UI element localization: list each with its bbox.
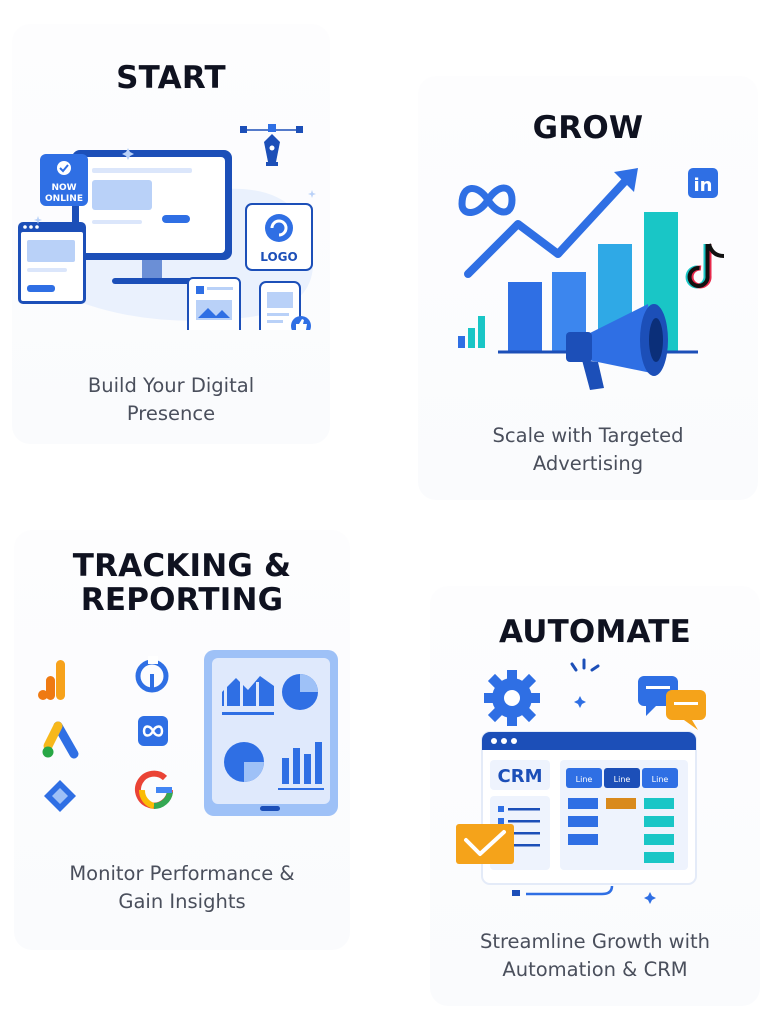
card-tracking-subtitle: Monitor Performance & Gain Insights <box>14 860 350 916</box>
meta-icon <box>458 184 516 216</box>
card-start-title: START <box>116 60 226 96</box>
pipeline-column-3: Line <box>652 775 669 784</box>
card-grow-title: GROW <box>532 110 644 146</box>
refresh-icon <box>135 656 169 693</box>
crm-label: CRM <box>498 766 543 787</box>
gear-icon <box>484 670 540 726</box>
card-tracking-subtitle-line1: Monitor Performance & <box>69 862 295 885</box>
card-automate-subtitle-line2: Automation & CRM <box>502 958 688 981</box>
card-tracking-subtitle-line2: Gain Insights <box>118 890 246 913</box>
card-automate-title: AUTOMATE <box>498 614 692 650</box>
card-start-subtitle-line2: Presence <box>126 402 216 425</box>
google-ads-icon <box>42 721 79 759</box>
card-grow-subtitle-line2: Advertising <box>532 452 644 475</box>
now-online-badge-line1: NOW <box>51 183 76 193</box>
chat-icon <box>638 676 706 730</box>
card-start: START NOW ONLINE <box>12 24 330 444</box>
advertising-illustration: in <box>458 168 725 390</box>
tiktok-icon <box>685 243 725 289</box>
logo-card-text: LOGO <box>260 250 297 264</box>
google-icon <box>135 770 173 810</box>
megaphone-icon <box>566 304 668 390</box>
card-automate: AUTOMATE <box>430 586 760 1006</box>
now-online-badge-line2: ONLINE <box>45 194 83 204</box>
tag-manager-icon <box>44 780 76 812</box>
card-tracking-title-line2: REPORTING <box>80 582 284 618</box>
infinity-icon <box>138 716 168 746</box>
card-tracking-title-line1: TRACKING & <box>72 548 292 584</box>
card-grow-subtitle: Scale with Targeted Advertising <box>418 422 758 478</box>
card-start-subtitle: Build Your Digital Presence <box>12 372 330 428</box>
website-illustration: NOW ONLINE LO <box>18 124 316 330</box>
svg-text:in: in <box>694 175 713 196</box>
card-automate-subtitle-line1: Streamline Growth with <box>479 930 711 953</box>
card-grow-subtitle-line1: Scale with Targeted <box>492 424 684 447</box>
card-grow: GROW in <box>418 76 758 500</box>
card-tracking: TRACKING & REPORTING <box>14 530 350 950</box>
google-analytics-icon <box>38 660 65 700</box>
email-icon <box>456 824 514 864</box>
analytics-illustration <box>38 650 338 816</box>
pipeline-column-1: Line <box>576 775 593 784</box>
crm-illustration: CRM Line Line Line <box>456 658 706 904</box>
card-start-subtitle-line1: Build Your Digital <box>87 374 255 397</box>
linkedin-icon: in <box>688 168 718 198</box>
pipeline-column-2: Line <box>614 775 631 784</box>
card-automate-subtitle: Streamline Growth with Automation & CRM <box>430 928 760 984</box>
pen-tool-icon <box>240 124 303 166</box>
